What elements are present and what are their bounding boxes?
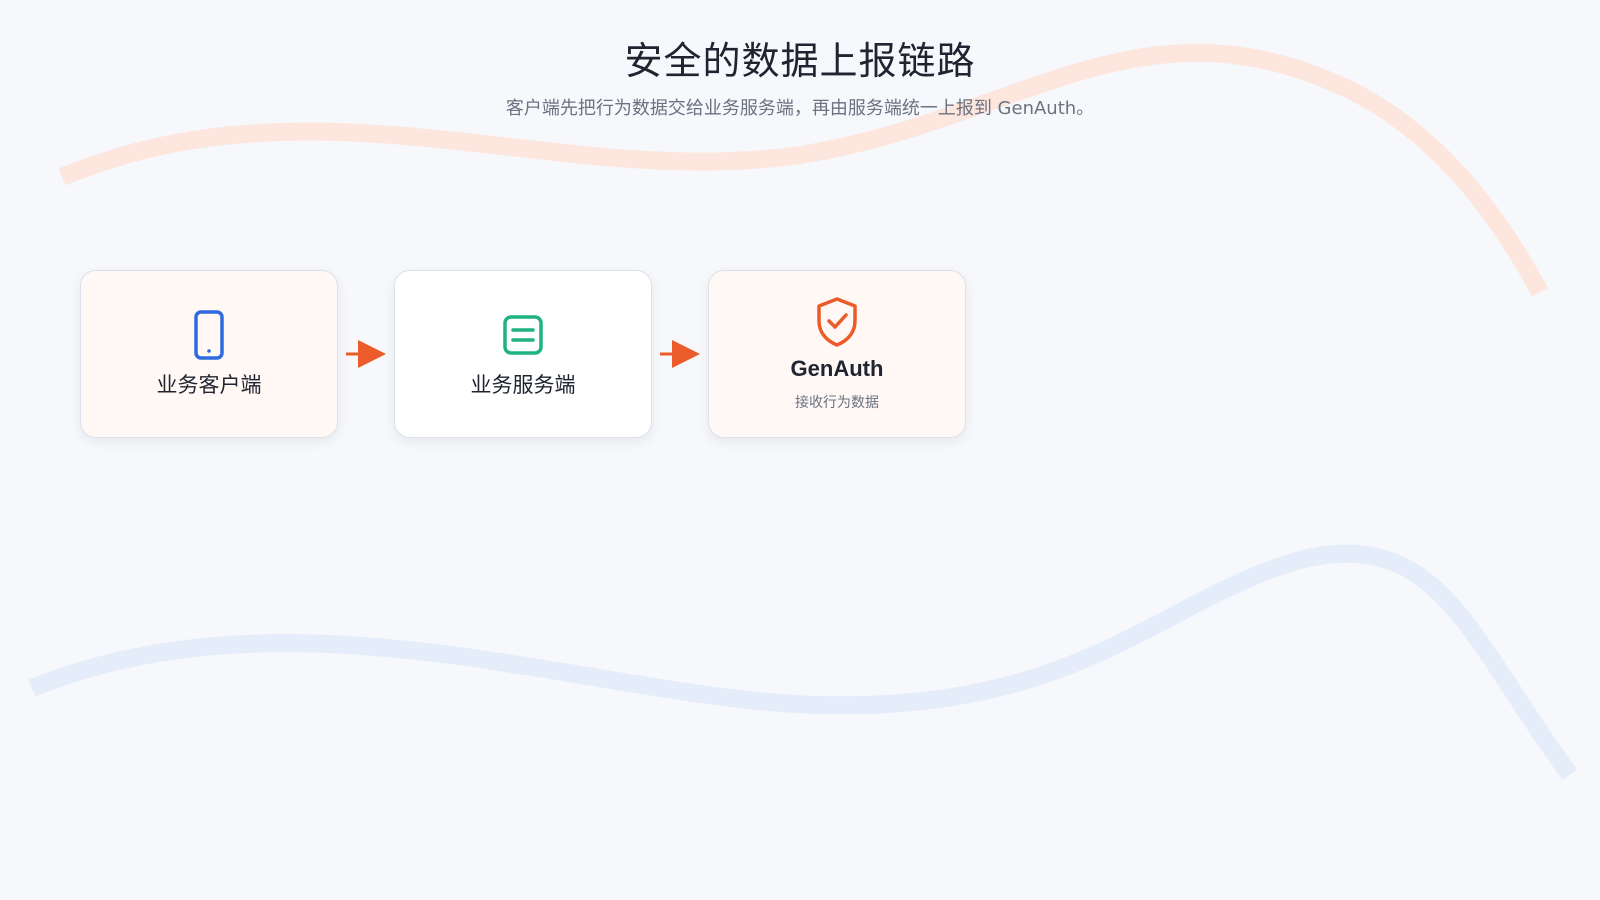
node-genauth: GenAuth 接收行为数据: [708, 270, 966, 438]
node-business-server: 业务服务端: [394, 270, 652, 438]
node-label: GenAuth: [790, 356, 884, 381]
arrow-right-icon: [660, 340, 700, 368]
background-wave-warm: [58, 43, 1548, 297]
background-wave-cool: [28, 544, 1578, 781]
flow-arrow-1: [338, 334, 394, 374]
flow-arrow-2: [652, 334, 708, 374]
node-label: 业务服务端: [470, 373, 576, 397]
node-business-client: 业务客户端: [80, 270, 338, 438]
diagram-subtitle: 客户端先把行为数据交给业务服务端，再由服务端统一上报到 GenAuth。: [505, 98, 1095, 119]
data-flow: 业务客户端 业务服务端: [80, 270, 966, 438]
node-sublabel: 接收行为数据: [795, 395, 879, 411]
document-icon: [503, 315, 543, 355]
shield-check-icon: [817, 297, 857, 347]
phone-icon: [194, 310, 224, 360]
node-label: 业务客户端: [156, 373, 262, 397]
diagram-title: 安全的数据上报链路: [624, 39, 976, 83]
arrow-right-icon: [346, 340, 386, 368]
